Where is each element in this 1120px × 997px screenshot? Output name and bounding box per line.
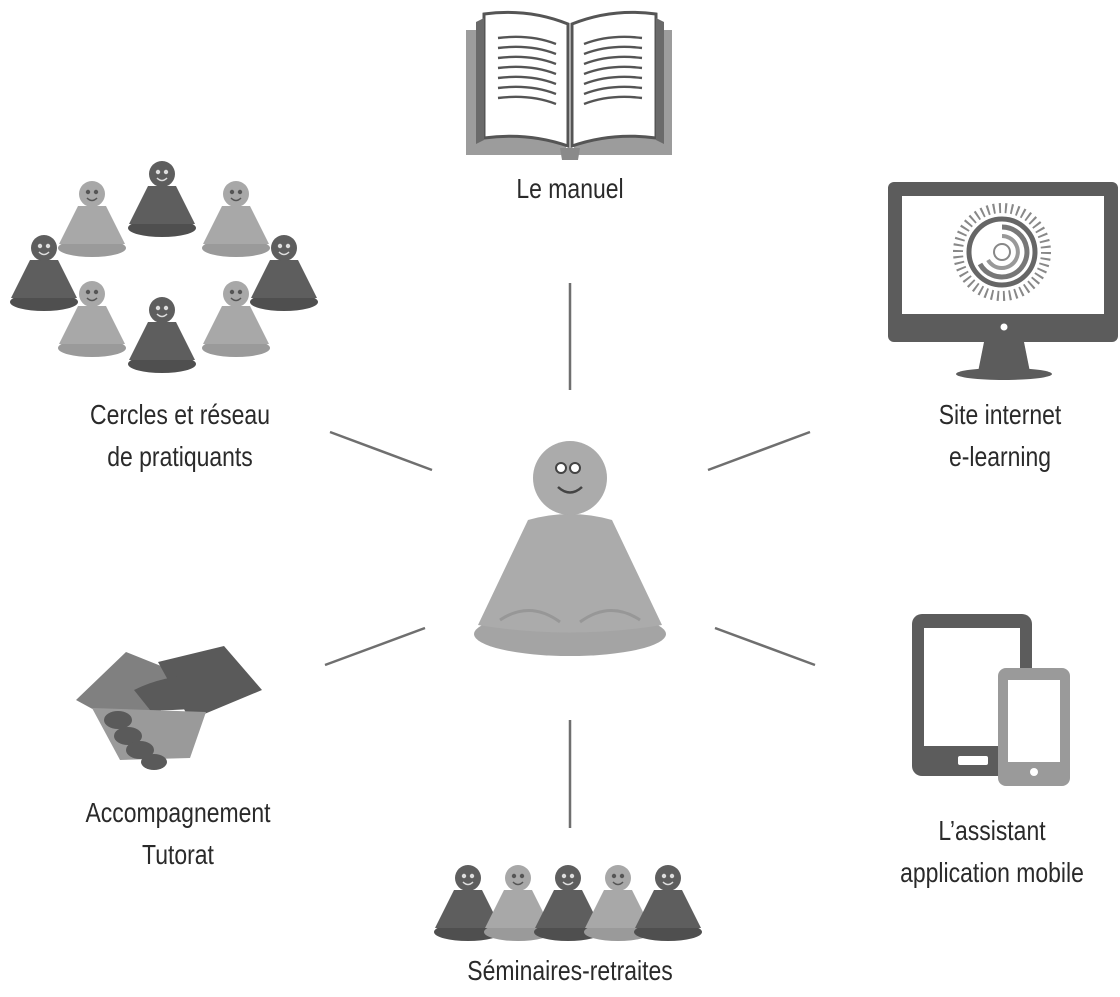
label-circles: Cercles et réseau de pratiquants [82,394,279,478]
tablet-phone-icon [912,614,1070,786]
label-mobile-line-2: application mobile [900,857,1084,888]
connector-circles [329,430,433,472]
label-retreats-line-1: Séminaires-retraites [467,955,673,986]
label-retreats: Séminaires-retraites [455,950,685,992]
label-tutoring-line-2: Tutorat [142,839,214,870]
label-mobile-line-1: L’assistant [938,815,1046,846]
label-circles-line-2: de pratiquants [107,441,253,472]
meditators-group-icon [9,160,319,374]
label-website-line-1: Site internet [938,399,1062,430]
connector-lines [324,283,816,828]
open-book-icon [466,10,672,160]
monitor-icon [888,182,1118,380]
connector-tutoring [324,626,426,667]
meditator-icon [474,441,666,656]
connector-mobile [714,626,816,667]
handshake-icon [76,646,262,770]
label-mobile: L’assistant application mobile [885,810,1098,894]
label-manual-line-1: Le manuel [516,173,624,204]
label-circles-line-1: Cercles et réseau [90,399,270,430]
label-manual: Le manuel [488,168,652,210]
label-website: Site internet e-learning [902,394,1099,478]
connector-website [707,430,811,472]
label-tutoring: Accompagnement Tutorat [71,792,284,876]
meditators-row-icon [433,864,703,942]
label-website-line-2: e-learning [948,441,1052,472]
label-tutoring-line-1: Accompagnement [85,797,271,828]
